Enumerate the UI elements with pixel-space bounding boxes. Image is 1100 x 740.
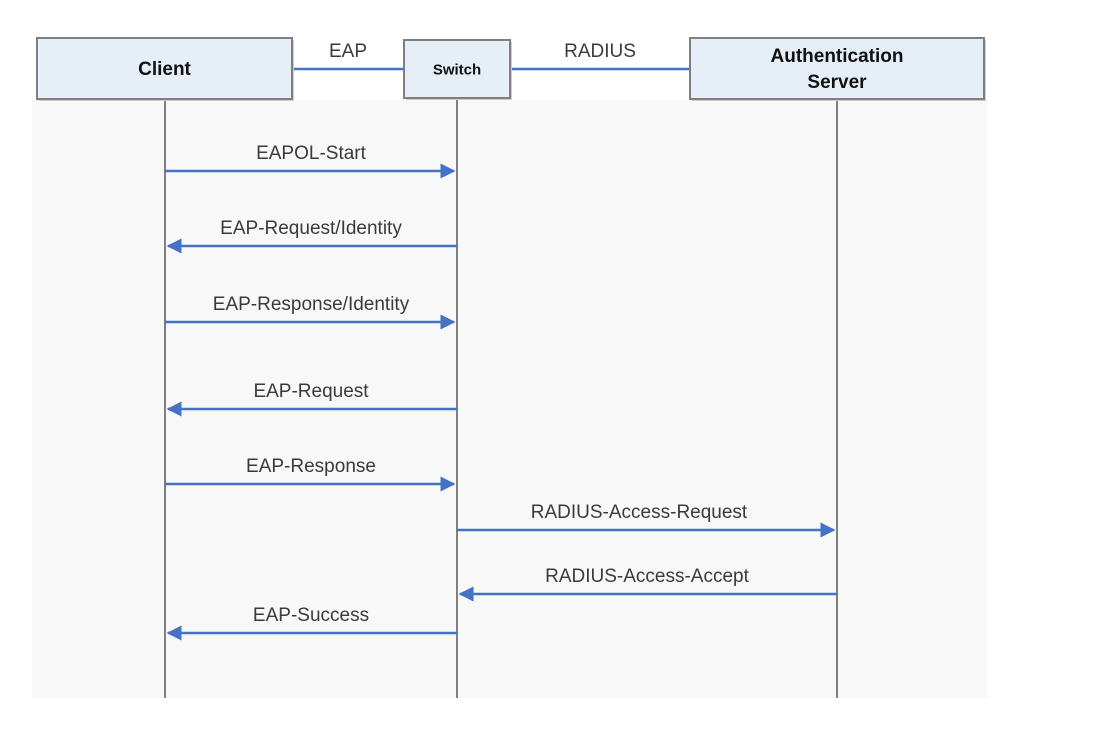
messages: EAPOL-StartEAP-Request/IdentityEAP-Respo… — [165, 143, 837, 641]
participant-label-server: Server — [807, 72, 867, 93]
protocol-label-radius: RADIUS — [564, 41, 636, 62]
diagram-background — [32, 100, 987, 698]
message-label: RADIUS-Access-Accept — [545, 566, 749, 587]
message-label: EAP-Request/Identity — [220, 218, 402, 239]
message-eap-success: EAP-Success — [166, 605, 457, 641]
message-label: EAP-Response — [246, 456, 376, 477]
participant-label-server: Authentication — [771, 46, 904, 67]
message-label: EAP-Success — [253, 605, 369, 626]
protocol-label-eap: EAP — [329, 41, 367, 62]
message-label: RADIUS-Access-Request — [531, 502, 748, 523]
participant-switch: Switch — [403, 39, 512, 100]
participant-box-server — [689, 37, 985, 100]
participant-client: Client — [36, 37, 294, 101]
message-label: EAP-Request — [253, 381, 369, 402]
message-label: EAPOL-Start — [256, 143, 367, 164]
protocol-links: EAP RADIUS — [292, 41, 690, 71]
message-eap-request-identity: EAP-Request/Identity — [166, 218, 457, 254]
message-label: EAP-Response/Identity — [213, 294, 410, 315]
participant-label-client: Client — [138, 59, 191, 80]
message-eap-response: EAP-Response — [165, 456, 456, 492]
message-eap-request: EAP-Request — [166, 381, 457, 417]
message-radius-access-accept: RADIUS-Access-Accept — [458, 566, 837, 602]
participant-box-switch — [403, 39, 511, 99]
participant-label-switch: Switch — [433, 61, 481, 78]
participant-box-client — [36, 37, 293, 100]
message-eapol-start: EAPOL-Start — [165, 143, 456, 179]
message-eap-response-identity: EAP-Response/Identity — [165, 294, 456, 330]
lifelines — [164, 98, 838, 698]
message-radius-access-request: RADIUS-Access-Request — [457, 502, 836, 538]
